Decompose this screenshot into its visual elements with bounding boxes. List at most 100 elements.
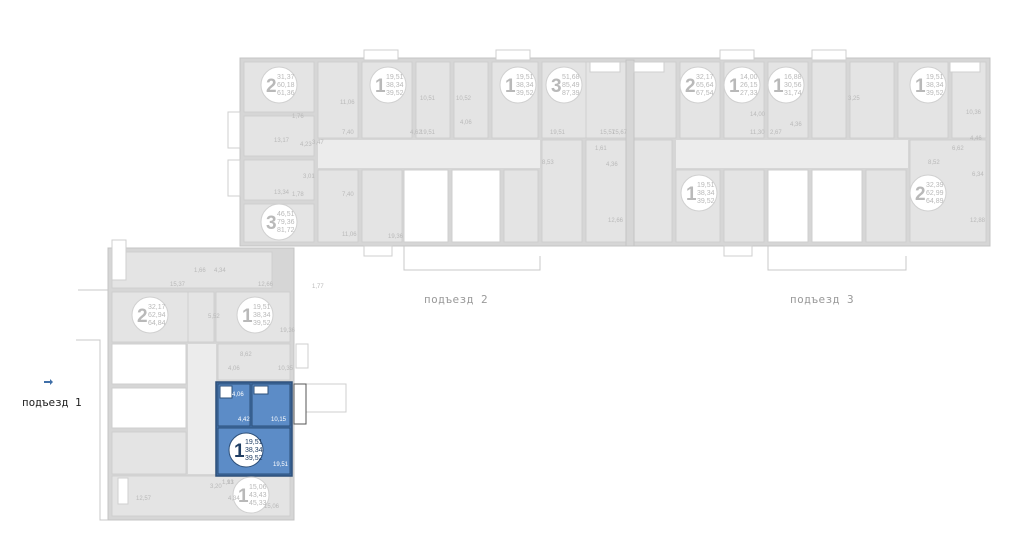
building-left-block <box>76 239 347 521</box>
entrance-arrow-icon <box>44 379 53 385</box>
apartment-room-count: 1 <box>729 76 740 97</box>
apartment-area-value: 62,94 <box>148 312 166 319</box>
room-area-label: 3,01 <box>303 174 315 180</box>
room <box>585 139 627 243</box>
apartment-room-count: 1 <box>915 76 926 97</box>
room-area-label: 1,91 <box>222 480 234 486</box>
room <box>503 169 539 243</box>
apartment-badge[interactable] <box>680 174 718 212</box>
apartment-area-value: 38,34 <box>926 82 944 89</box>
apartment-area-value: 39,52 <box>697 198 715 205</box>
room <box>243 159 315 201</box>
apartment-area-value: 38,34 <box>253 312 271 319</box>
apartment-area-value: 32,17 <box>148 304 166 311</box>
room <box>243 115 315 157</box>
room-area-label: 10,35 <box>278 366 294 372</box>
apartment-area-value: 60,18 <box>277 82 295 89</box>
room-area-label: 4,06 <box>228 366 240 372</box>
room <box>849 61 895 139</box>
room-area-label: 12,57 <box>136 496 152 502</box>
apartment-area-value: 39,52 <box>253 320 271 327</box>
room-area-label: 5,52 <box>208 314 220 320</box>
room-area-label: 4,34 <box>214 268 226 274</box>
room-area-label: 1,13 <box>222 480 234 486</box>
apartment-area-value: 32,17 <box>696 74 714 81</box>
apartment-badge[interactable] <box>232 476 270 514</box>
entrance-2-label[interactable]: подъезд 2 <box>424 293 488 306</box>
apartment-area-value: 51,68 <box>562 74 580 81</box>
room-area-label: 4,34 <box>228 496 240 502</box>
room-area-label: 3,20 <box>210 484 222 490</box>
room-area-label: 11,06 <box>340 100 355 106</box>
apartment-badge[interactable] <box>767 66 805 104</box>
entrance-1-label[interactable]: подъезд 1 <box>22 396 82 409</box>
apartment-area-value: 87,39 <box>562 90 580 97</box>
room-area-label: 4,62 <box>410 130 422 136</box>
room-area-label: 1,78 <box>292 192 304 198</box>
entrance-3-label[interactable]: подъезд 3 <box>790 293 854 306</box>
apartment-area-value: 31,74 <box>784 90 802 97</box>
apartment-room-count: 2 <box>137 306 148 327</box>
total-area: 38,34 <box>245 447 263 454</box>
room-area-label: 19,51 <box>550 130 566 136</box>
room-area-label: 8,53 <box>542 160 554 166</box>
apartment-area-value: 26,15 <box>740 82 758 89</box>
apartment-area-value: 19,51 <box>386 74 404 81</box>
room-area-label: 7,40 <box>342 130 354 136</box>
apartment-badge[interactable] <box>723 66 761 104</box>
apartment-badge[interactable] <box>236 296 274 334</box>
room <box>585 61 627 139</box>
room <box>631 139 673 243</box>
room-area-label: 11,06 <box>342 232 357 238</box>
room-area-label: 1,76 <box>292 114 304 120</box>
stove-icon <box>253 385 269 395</box>
room <box>811 61 847 139</box>
room-area-label: 1,61 <box>595 146 607 152</box>
elevator-shaft <box>111 387 187 429</box>
room-area-label: 2,67 <box>770 130 782 136</box>
apartment-area-value: 67,54 <box>696 90 714 97</box>
apartment-area-value: 27,33 <box>740 90 758 97</box>
apartment-area-value: 38,34 <box>516 82 534 89</box>
apartment-room-count: 3 <box>551 76 562 97</box>
room-area-label: 3,25 <box>848 96 860 102</box>
apartment-room-count: 1 <box>375 76 386 97</box>
apartment-badge[interactable] <box>260 66 298 104</box>
apartment-room-count: 1 <box>242 306 253 327</box>
apartment-area-value: 16,88 <box>784 74 802 81</box>
apartment-area-value: 39,52 <box>926 90 944 97</box>
apartment-room-count: 2 <box>685 76 696 97</box>
room-area-label: 10,15 <box>271 417 287 423</box>
apartment-area-value: 62,99 <box>926 190 944 197</box>
apartment-badge[interactable] <box>679 66 717 104</box>
apartment-room-count: 3 <box>266 213 277 234</box>
apartment-area-value: 38,34 <box>386 82 404 89</box>
room-area-label: 1,77 <box>312 284 324 290</box>
room-area-label: 15,67 <box>612 130 628 136</box>
room <box>317 61 359 139</box>
room-area-label: 4,42 <box>238 417 250 423</box>
room <box>317 169 359 243</box>
room-area-label: 19,36 <box>280 328 296 334</box>
apartment-area-value: 81,72 <box>277 227 295 234</box>
apartment-area-value: 19,51 <box>253 304 271 311</box>
balcony <box>293 383 307 425</box>
apartment-badge[interactable] <box>131 296 169 334</box>
apartment-area-value: 39,52 <box>516 90 534 97</box>
apartment-badge[interactable] <box>545 66 583 104</box>
stairwell <box>767 169 809 243</box>
apartment-badge[interactable] <box>909 66 947 104</box>
apartment-badge[interactable] <box>260 203 298 241</box>
apartment-info-badge <box>228 432 264 468</box>
building-top-block <box>227 49 991 271</box>
room-area-label: 4,46 <box>970 136 982 142</box>
selected-apartment[interactable]: 4,42 10,15 19,51 4,06 1 19,51 38,34 39,5… <box>215 381 307 477</box>
apartment-badge[interactable] <box>499 66 537 104</box>
apartment-badge[interactable] <box>909 174 947 212</box>
apartment-badge[interactable] <box>369 66 407 104</box>
total-area-balcony: 39,52 <box>245 455 263 462</box>
apartment-area-value: 45,33 <box>249 500 267 507</box>
room-area-label: 12,66 <box>608 218 624 224</box>
